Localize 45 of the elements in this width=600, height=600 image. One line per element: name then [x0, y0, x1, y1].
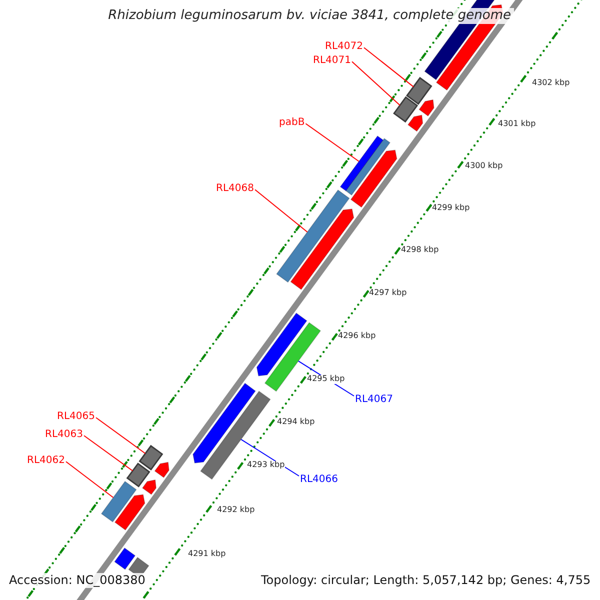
scale-label: 4298 kbp [401, 246, 439, 255]
scale-label: 4296 kbp [338, 332, 376, 341]
scale-label: 4291 kbp [188, 550, 226, 559]
gene-bar [114, 547, 136, 570]
gene-box [138, 444, 164, 470]
gene-bar [340, 135, 384, 192]
gene-bar [100, 480, 137, 522]
gene-box [406, 76, 432, 105]
gene-feature [256, 312, 308, 376]
scale-label: 4301 kbp [498, 120, 536, 129]
gene-label: RL4063 [45, 429, 83, 440]
gene-label: RL4067 [355, 394, 393, 405]
gene-feature [114, 494, 146, 531]
scale-label: 4299 kbp [432, 204, 470, 213]
leader-line [305, 123, 360, 162]
gene-bar [200, 390, 271, 480]
gene-bar [276, 189, 350, 283]
leader-line [96, 417, 146, 454]
gene-label: RL4068 [216, 183, 254, 194]
scale-label: 4293 kbp [247, 461, 285, 470]
gene-label: RL4062 [27, 455, 65, 466]
leader-line [352, 61, 400, 106]
gene-label: RL4072 [325, 41, 363, 52]
leader-line [364, 47, 414, 88]
leader-line [66, 461, 114, 498]
gene-box [126, 462, 150, 488]
scale-label: 4294 kbp [277, 418, 315, 427]
scale-label: 4295 kbp [307, 375, 345, 384]
gene-feature [407, 114, 424, 132]
scale-label: 4302 kbp [532, 79, 570, 88]
gene-box [393, 96, 418, 123]
leader-line [254, 189, 308, 232]
gene-bar [345, 138, 391, 196]
gene-feature [142, 479, 157, 495]
gene-label: RL4071 [313, 55, 351, 66]
gene-feature [290, 208, 354, 290]
gene-label: pabB [279, 117, 305, 128]
scale-label: 4297 kbp [369, 289, 407, 298]
gene-label: RL4066 [300, 474, 338, 485]
scale-label: 4300 kbp [465, 162, 503, 171]
scale-label: 4292 kbp [217, 506, 255, 515]
gene-feature [154, 462, 170, 478]
leader-line [84, 435, 134, 472]
gene-label: RL4065 [57, 411, 95, 422]
gene-feature [350, 150, 398, 208]
